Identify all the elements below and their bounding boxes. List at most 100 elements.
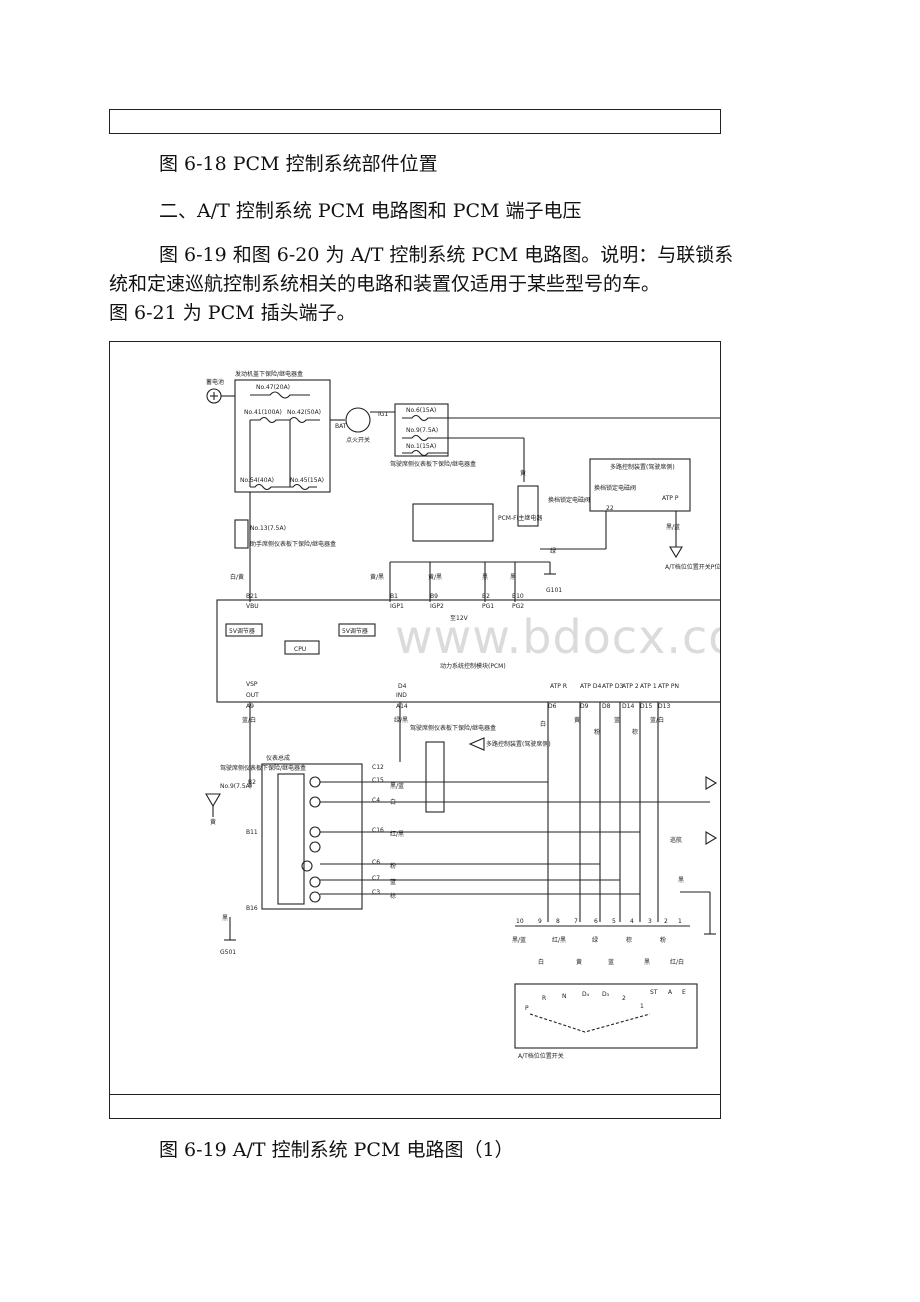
- fuse-54-label: No.54(40A): [240, 477, 274, 484]
- atp-d4-label: ATP D4: [580, 683, 601, 690]
- cluster-wire-red-black: 红/黑: [390, 830, 404, 838]
- ignition-switch-symbol: [345, 407, 371, 433]
- switch-wire-black-blue: 黑/蓝: [512, 936, 526, 944]
- wire-white-label: 白: [540, 720, 546, 728]
- pin-2: 2: [664, 918, 668, 925]
- pin-6: 6: [594, 918, 598, 925]
- switch-contacts: [529, 1013, 651, 1033]
- pin-b1-label: B1: [390, 593, 398, 600]
- engine-fuse-box-label: 发动机盖下保险/继电器盒: [235, 370, 303, 378]
- driver-box-left-label: 驾驶席侧仪表板下保险/继电器盒: [220, 764, 306, 772]
- pin-3: 3: [648, 918, 652, 925]
- pin-a14-label: A14: [396, 703, 408, 710]
- switch-wire-green: 绿: [592, 936, 598, 944]
- cluster-wire-blue: 蓝: [390, 878, 396, 886]
- bat-label: BAT: [335, 423, 347, 430]
- wire-yellow-black-2-label: 黄/黑: [428, 573, 442, 581]
- cluster-inner-module: [277, 773, 305, 905]
- pin-out-label: OUT: [246, 692, 259, 699]
- regulator-5v-2: [338, 623, 376, 637]
- switch-wire-black: 黑: [644, 959, 650, 966]
- wire-blue-white-2-label: 蓝/白: [650, 716, 664, 724]
- pin-c7-label: C7: [372, 875, 380, 882]
- cluster-wire-pink: 粉: [390, 862, 396, 870]
- ignition-switch-label: 点火开关: [346, 436, 370, 444]
- regulator-5v-2-label: 5V调节器: [342, 627, 368, 635]
- switch-e-label: E: [682, 989, 686, 996]
- driver-dash-fuse-box: [394, 403, 449, 457]
- pin-vsp-label: VSP: [246, 681, 258, 688]
- switch-wire-yellow: 黄: [576, 958, 582, 966]
- pin-d15-label: D15: [640, 703, 652, 710]
- pcm-fi-main-relay: [412, 503, 494, 542]
- indicator-1: [309, 891, 321, 903]
- circuit-diagram: 蓄电池 发动机盖下保险/继电器盒 No.47(20A) No.41(100A) …: [205, 370, 720, 1060]
- cpu-block: [284, 640, 320, 655]
- indicator-2: [309, 876, 321, 888]
- circuit-diagram-figure: 蓄电池 发动机盖下保险/继电器盒 No.47(20A) No.41(100A) …: [109, 341, 721, 1119]
- at-switch-label: A/T档位位置开关: [518, 1052, 564, 1060]
- multiplex-unit-top-label: 多路控制装置(驾驶席侧): [610, 463, 675, 471]
- g101-label: G101: [546, 587, 562, 594]
- pin-d8-label: D8: [602, 703, 611, 710]
- section-heading: 二、A/T 控制系统 PCM 电路图和 PCM 端子电压: [159, 200, 582, 222]
- pin-9: 9: [538, 918, 542, 925]
- battery-label: 蓄电池: [206, 378, 224, 386]
- pin-b16-label: B16: [246, 905, 258, 912]
- pin-d13-label: D13: [658, 703, 670, 710]
- cluster-wire-brown: 棕: [390, 892, 396, 900]
- switch-pos-d4: D₄: [582, 991, 590, 998]
- volt-12-label: 至12V: [450, 615, 469, 622]
- switch-pos-d3: D₃: [602, 991, 610, 998]
- pin-5: 5: [612, 918, 616, 925]
- regulator-5v-1-label: 5V调节器: [229, 627, 255, 635]
- pin-8: 8: [556, 918, 560, 925]
- passenger-fuse-13: [234, 519, 249, 549]
- wire-yellow-label: 黄: [520, 469, 526, 477]
- switch-wire-red-white: 红/白: [670, 958, 684, 966]
- wire-green-label: 绿: [550, 547, 556, 555]
- cluster-wire-black-blue: 黑/蓝: [390, 782, 404, 790]
- switch-pos-n: N: [562, 993, 567, 1000]
- wire-blue-label: 蓝: [614, 716, 620, 724]
- cruise-label: 巡航: [670, 836, 682, 844]
- multiplex-mid-triangle: [468, 737, 485, 751]
- indicator-d4: [309, 841, 321, 853]
- switch-wire-pink: 粉: [660, 936, 666, 944]
- fuse-13-label: No.13(7.5A): [250, 525, 286, 532]
- indicator-n: [309, 826, 321, 838]
- pin-b11-label: B11: [246, 829, 258, 836]
- pin-c16-label: C16: [372, 827, 384, 834]
- switch-wire-brown: 棕: [626, 936, 632, 944]
- output-arrow-1: [705, 776, 718, 790]
- driver-dash-box-label-top: 驾驶席侧仪表板下保险/继电器盒: [390, 460, 476, 468]
- atp-r-label: ATP R: [550, 683, 567, 690]
- cluster-label: 仪表总成: [266, 754, 290, 762]
- pin-b21-label: B21: [246, 593, 258, 600]
- engine-fuse-box: [234, 379, 331, 493]
- fuse-6-label: No.6(15A): [406, 407, 436, 414]
- pin-b10-label: B10: [512, 593, 524, 600]
- multiplex-shift-lock-label: 换档锁定电磁阀: [594, 484, 636, 492]
- switch-st-label: ST: [650, 989, 658, 996]
- pin-pg1-label: PG1: [482, 603, 494, 610]
- pin-c4-label: C4: [372, 797, 380, 804]
- fuse-9b-label: No.9(7.5A): [220, 783, 252, 790]
- wire-black-right-label: 黑: [678, 877, 684, 884]
- wire-yellow-2-label: 黄: [574, 716, 580, 724]
- pin-b2c-label: B2: [248, 779, 256, 786]
- switch-pos-p: P: [525, 1005, 529, 1012]
- atp-p-label: ATP P: [662, 495, 679, 502]
- wire-black-blue-label: 黑/蓝: [666, 523, 680, 531]
- pin-c3-label: C3: [372, 889, 380, 896]
- instrument-cluster: [261, 763, 363, 910]
- pin-b9-label: B9: [430, 593, 438, 600]
- pin-d9-label: D9: [580, 703, 589, 710]
- pin-1: 1: [678, 918, 682, 925]
- wire-black-2-label: 黑: [510, 574, 516, 581]
- pin-pg2-label: PG2: [512, 603, 524, 610]
- body-text-line-2: 统和定速巡航控制系统相关的电路和装置仅适用于某些型号的车。: [109, 273, 661, 295]
- fuse-47-symbol: [250, 391, 310, 399]
- pin-22-label: 22: [606, 505, 614, 512]
- pin-10: 10: [516, 918, 524, 925]
